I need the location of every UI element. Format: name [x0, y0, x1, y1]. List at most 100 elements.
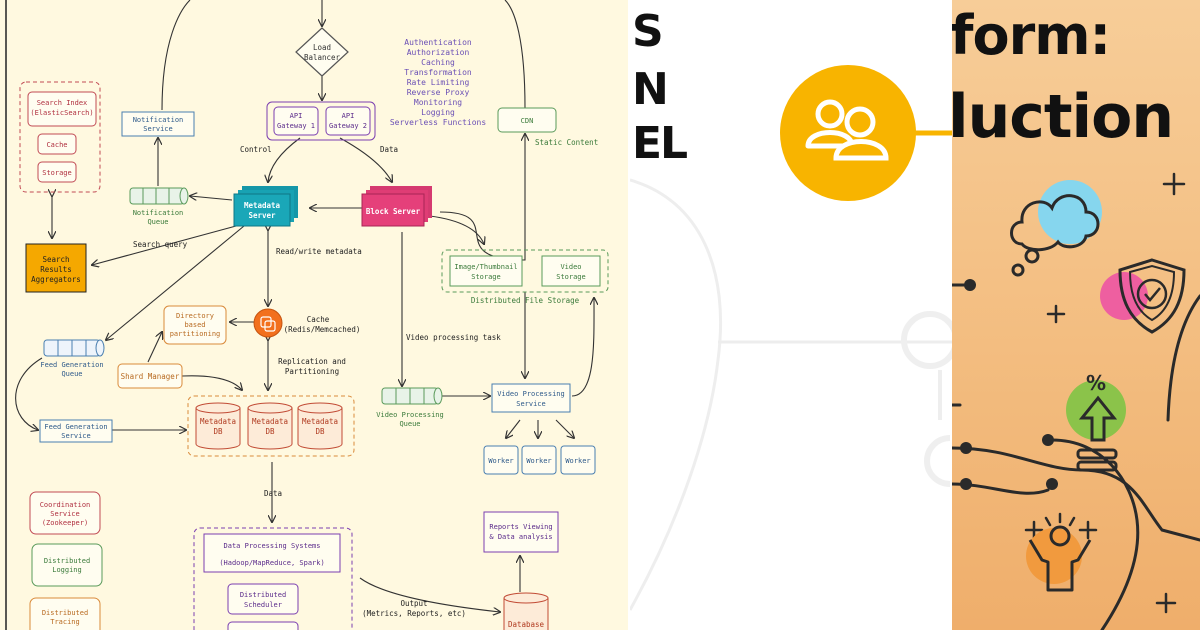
data-processing-label-1: Data Processing Systems [224, 542, 321, 550]
vp-service-label-2: Service [516, 400, 546, 408]
data-processing-extra-box [227, 621, 299, 630]
edge-feed-queue-to-service [15, 357, 43, 430]
api-gateway-1-box [273, 106, 319, 136]
headline-line-1: form: [952, 4, 1111, 67]
distributed-file-storage-label: Distributed File Storage [471, 296, 580, 305]
api-gateway-1-label-1: API [290, 112, 303, 120]
image-thumbnail-storage-box [449, 255, 523, 287]
cache-small-label: Cache [46, 141, 67, 149]
reports-viewing-box [483, 511, 559, 553]
users-icon [805, 99, 889, 161]
image-thumbnail-label-1: Image/Thumbnail [454, 263, 517, 271]
metadata-server-label-2: Server [248, 211, 276, 220]
cdn-label: CDN [521, 117, 534, 125]
feature-transformation: Transformation [404, 68, 472, 77]
feature-rate-limiting: Rate Limiting [407, 78, 470, 87]
video-storage-label-2: Storage [556, 273, 586, 281]
data-processing-systems-box [203, 533, 341, 573]
api-gateway-group [266, 101, 376, 141]
cloud-icon [1010, 194, 1100, 252]
worker-2-box [521, 445, 557, 475]
directory-label-2: based [184, 321, 205, 329]
notification-queue-label-2: Queue [147, 218, 168, 226]
coordination-label-1: Coordination [40, 501, 91, 509]
metadata-db-2 [247, 402, 293, 450]
block-server-label: Block Server [366, 207, 421, 216]
notification-queue-label-1: Notification [133, 209, 184, 217]
feed-generation-service-box [39, 419, 113, 443]
circuit-node-2 [960, 442, 972, 454]
edge-label-video-processing-task: Video processing task [406, 333, 501, 342]
storage-small-box [37, 161, 77, 183]
users-badge-circle [780, 65, 916, 201]
edge-shard-to-directory [147, 332, 162, 363]
feed-service-label-2: Service [61, 432, 91, 440]
aggregators-label-1: Search [42, 255, 69, 264]
logging-label-1: Distributed [44, 557, 90, 565]
video-processing-queue-shape [381, 387, 443, 405]
edge-label-control: Control [240, 145, 272, 154]
feed-queue-label-2: Queue [61, 370, 82, 378]
cache-small-box [37, 133, 77, 155]
metadata-db-3 [297, 402, 343, 450]
worker-1-box [483, 445, 519, 475]
search-storage-group [19, 81, 101, 193]
metadata-db-3-label-2: DB [315, 427, 325, 436]
load-balancer-shape [295, 27, 349, 77]
edge-vp-service-to-storage [571, 298, 594, 397]
edge-to-worker-3 [555, 419, 574, 438]
faint-arc [630, 178, 723, 611]
worker-1-label: Worker [488, 457, 513, 465]
cdn-box [497, 107, 557, 133]
cache-redis-label-2: (Redis/Memcached) [284, 325, 361, 334]
feed-generation-queue-shape [43, 339, 105, 357]
storage-small-label: Storage [42, 169, 72, 177]
image-thumbnail-label-2: Storage [471, 273, 501, 281]
edge-label-replication-1: Replication and [278, 357, 346, 366]
circuit-node-3 [960, 478, 972, 490]
edge-top-right-curve [504, 0, 526, 109]
scheduler-label-2: Scheduler [244, 601, 282, 609]
edge-label-replication-2: Partitioning [285, 367, 339, 376]
partial-letters-el: EL [632, 118, 688, 169]
edge-to-worker-1 [506, 419, 521, 438]
growth-icon-bg [1066, 380, 1126, 440]
metadata-db-2-label-1: Metadata [252, 417, 288, 426]
tracing-label-2: Tracing [50, 618, 80, 626]
edge-block-to-cdn [439, 172, 526, 261]
metadata-server-stack [233, 186, 298, 227]
shard-manager-label: Shard Manager [121, 372, 180, 381]
feature-caching: Caching [421, 58, 455, 67]
scheduler-label-1: Distributed [240, 591, 286, 599]
api-gateway-1-label-2: Gateway 1 [277, 122, 315, 130]
headline-line-2: luction [952, 82, 1174, 152]
video-processing-service-box [491, 383, 571, 413]
search-index-label-2: (ElasticSearch) [30, 109, 93, 117]
notification-service-label-1: Notification [133, 116, 184, 124]
api-gateway-2-label-2: Gateway 2 [329, 122, 367, 130]
feature-reverse-proxy: Reverse Proxy [407, 88, 470, 97]
edge-output [359, 577, 500, 612]
worker-2-label: Worker [526, 457, 551, 465]
distributed-file-storage-group [441, 249, 609, 293]
circuit-node-1 [964, 279, 976, 291]
feature-authentication: Authentication [404, 38, 472, 47]
reports-label-2: & Data analysis [489, 533, 552, 541]
load-balancer-label-2: Balancer [304, 53, 341, 62]
api-gateway-2-label-1: API [342, 112, 355, 120]
cloud-icon-bg [1038, 180, 1102, 244]
search-index-label-1: Search Index [37, 99, 88, 107]
video-storage-box [541, 255, 601, 287]
edge-control [268, 137, 301, 182]
check-icon [1144, 287, 1161, 302]
edge-metadata-to-feed-queue [106, 225, 245, 340]
data-processing-label-2: (Hadoop/MapReduce, Spark) [219, 559, 324, 567]
api-gateway-2-box [325, 106, 371, 136]
distributed-tracing-box [29, 597, 101, 630]
cache-redis-label-1: Cache [307, 315, 330, 324]
data-processing-group [193, 527, 353, 630]
gateway-features-list: Authentication Authorization Caching Tra… [390, 38, 487, 127]
edge-search-query [92, 225, 237, 265]
metadata-db-3-label-1: Metadata [302, 417, 338, 426]
directory-partitioning-box [163, 305, 227, 345]
